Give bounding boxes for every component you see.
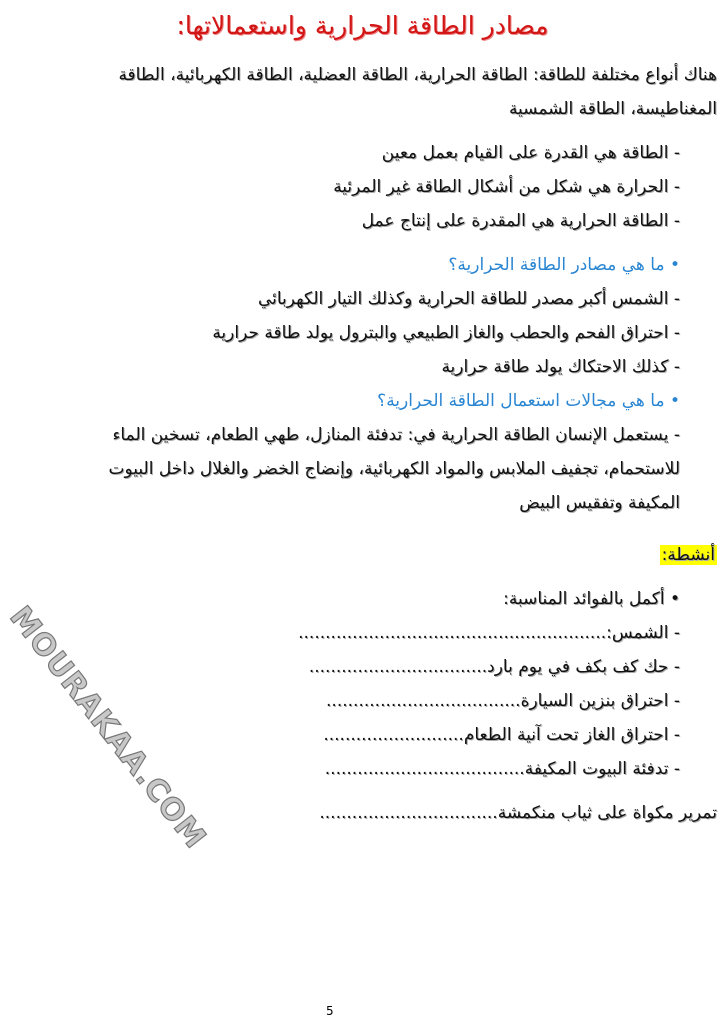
- uses-line: المكيفة وتفقيس البيض: [519, 493, 680, 513]
- definition-item: الطاقة الحرارية هي المقدرة على إنتاج عمل: [8, 204, 717, 238]
- page-title: مصادر الطاقة الحرارية واستعمالاتها:: [176, 11, 549, 40]
- intro-line: المغناطيسة، الطاقة الشمسية: [508, 99, 717, 119]
- page-number: 5: [326, 1004, 334, 1018]
- uses-line: يستعمل الإنسان الطاقة الحرارية في: تدفئة…: [8, 418, 717, 452]
- definition-item: الطاقة هي القدرة على القيام بعمل معين: [8, 136, 717, 170]
- document-page: مصادر الطاقة الحرارية واستعمالاتها: هناك…: [0, 0, 725, 870]
- exercise-item: احتراق الغاز تحت آنية الطعام............…: [8, 718, 717, 752]
- activity-prompt: أكمل بالفوائد المناسبة:: [8, 582, 717, 616]
- exercise-item: الشمس:..................................…: [8, 616, 717, 650]
- exercise-item: احتراق بنزين السيارة....................…: [8, 684, 717, 718]
- exercise-item: حك كف بكف في يوم بارد...................…: [8, 650, 717, 684]
- exercise-item: تدفئة البيوت المكيفة....................…: [8, 752, 717, 786]
- uses-line: للاستحمام، تجفيف الملابس والمواد الكهربا…: [108, 459, 680, 479]
- source-item: احتراق الفحم والحطب والغاز الطبيعي والبت…: [8, 316, 717, 350]
- intro-line: هناك أنواع مختلفة للطاقة: الطاقة الحراري…: [118, 65, 717, 85]
- activities-heading: أنشطة:: [8, 538, 717, 572]
- exercise-item-last: تمرير مكواة على ثياب منكمشة.............…: [319, 803, 717, 823]
- source-item: الشمس أكبر مصدر للطاقة الحرارية وكذلك ال…: [8, 282, 717, 316]
- activities-label: أنشطة:: [659, 545, 717, 565]
- question-sources: ما هي مصادر الطاقة الحرارية؟: [8, 248, 717, 282]
- definition-item: الحرارة هي شكل من أشكال الطاقة غير المرئ…: [8, 170, 717, 204]
- question-uses: ما هي مجالات استعمال الطاقة الحرارية؟: [8, 384, 717, 418]
- source-item: كذلك الاحتكاك يولد طاقة حرارية: [8, 350, 717, 384]
